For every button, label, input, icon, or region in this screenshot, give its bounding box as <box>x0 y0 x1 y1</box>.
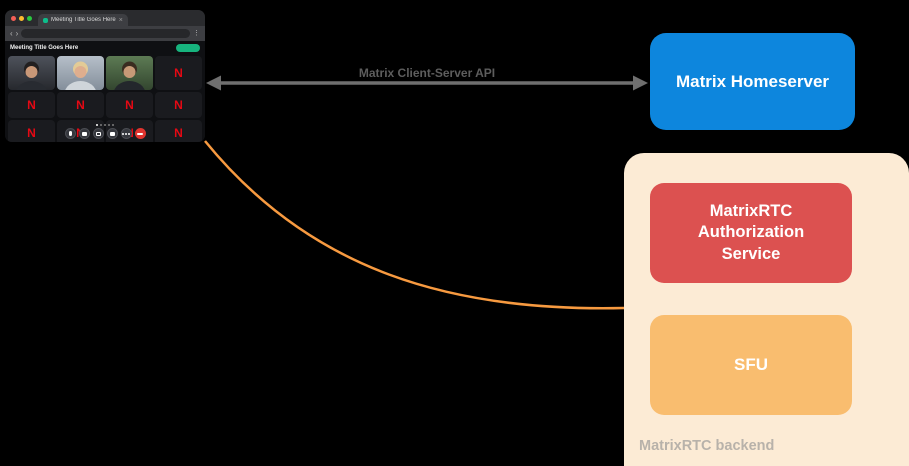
netflix-avatar-letter: N <box>125 98 134 112</box>
window-zoom-button[interactable] <box>27 15 32 21</box>
page-indicator <box>96 124 114 126</box>
participant-avatar <box>16 61 47 90</box>
tab-close-icon[interactable]: × <box>118 16 123 24</box>
auth-service-label: MatrixRTC Authorization Service <box>697 201 805 263</box>
sfu-node: SFU <box>650 315 852 415</box>
address-bar[interactable] <box>21 29 190 38</box>
browser-tab[interactable]: Meeting Title Goes Here × <box>38 14 128 26</box>
tab-title: Meeting Title Goes Here <box>51 17 116 23</box>
camera-button[interactable] <box>78 128 90 139</box>
browser-menu-icon[interactable]: ⋮ <box>193 30 200 37</box>
screenshare-icon <box>95 131 101 136</box>
media-connection-line <box>204 140 625 310</box>
participant-avatar <box>114 61 145 90</box>
forward-icon[interactable]: › <box>15 28 19 38</box>
browser-tabstrip: Meeting Title Goes Here × <box>5 10 205 26</box>
backend-label: MatrixRTC backend <box>639 438 775 454</box>
homeserver-label: Matrix Homeserver <box>675 71 830 91</box>
browser-toolbar: ‹ › ⋮ <box>5 26 205 41</box>
call-header: Meeting Title Goes Here <box>5 41 205 54</box>
chat-button[interactable] <box>106 128 118 139</box>
invite-button[interactable] <box>176 43 200 52</box>
netflix-avatar-letter: N <box>174 98 183 112</box>
netflix-avatar-letter: N <box>27 98 36 112</box>
meeting-title: Meeting Title Goes Here <box>10 44 79 51</box>
api-arrowhead-left-icon <box>206 75 221 91</box>
call-buttons <box>64 128 146 139</box>
participant-video-tile[interactable]: N <box>8 120 55 142</box>
window-close-button[interactable] <box>11 15 16 21</box>
participant-video-tile[interactable]: N <box>57 92 104 118</box>
participant-video-tile[interactable]: N <box>155 92 202 118</box>
hangup-button[interactable] <box>134 128 146 139</box>
tab-favicon-icon <box>43 17 48 23</box>
camera-icon <box>81 131 87 136</box>
more-icon <box>125 132 127 135</box>
screenshare-button[interactable] <box>92 128 104 139</box>
participant-video-tile[interactable] <box>57 56 104 90</box>
api-arrowhead-right-icon <box>633 75 648 91</box>
hangup-icon <box>137 132 143 135</box>
backend-container: MatrixRTC Authorization Service SFU Matr… <box>624 153 909 466</box>
participant-avatar <box>65 61 96 90</box>
element-call-window: Meeting Title Goes Here × ‹ › ⋮ Meeting … <box>5 10 205 142</box>
call-app: Meeting Title Goes Here <box>5 41 205 142</box>
window-minimize-button[interactable] <box>19 15 24 21</box>
homeserver-node: Matrix Homeserver <box>650 33 855 130</box>
participant-video-tile[interactable]: N <box>106 92 153 118</box>
netflix-avatar-letter: N <box>76 98 85 112</box>
sfu-label: SFU <box>734 355 768 374</box>
chat-icon <box>109 131 115 136</box>
netflix-avatar-letter: N <box>27 126 36 140</box>
back-icon[interactable]: ‹ <box>10 28 13 38</box>
mic-icon <box>68 131 72 136</box>
participant-video-tile[interactable]: N <box>155 56 202 90</box>
more-button[interactable] <box>120 128 132 139</box>
mic-button[interactable] <box>64 128 76 139</box>
participant-video-tile[interactable] <box>106 56 153 90</box>
api-arrow-label: Matrix Client-Server API <box>358 66 496 80</box>
participant-video-tile[interactable] <box>8 56 55 90</box>
participant-video-tile[interactable]: N <box>8 92 55 118</box>
auth-service-node: MatrixRTC Authorization Service <box>650 183 852 283</box>
netflix-avatar-letter: N <box>174 126 183 140</box>
participant-video-tile[interactable]: N <box>155 120 202 142</box>
call-controls <box>5 124 205 139</box>
window-controls <box>11 15 32 21</box>
netflix-avatar-letter: N <box>174 66 183 80</box>
